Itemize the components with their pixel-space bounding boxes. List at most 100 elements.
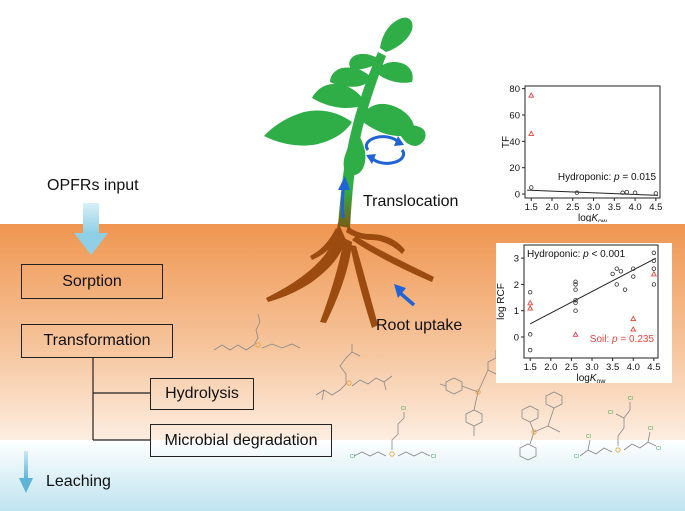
hydroponic-point bbox=[527, 347, 533, 353]
y-axis-label: log RCF bbox=[496, 283, 507, 320]
hydroponic-point bbox=[618, 269, 624, 274]
x-tick-label: 4.0 bbox=[628, 202, 641, 213]
y-tick-label: 2 bbox=[514, 280, 519, 291]
hydroponic-point bbox=[651, 258, 657, 263]
x-tick-label: 3.0 bbox=[587, 202, 600, 213]
soil-point bbox=[527, 304, 534, 311]
hydroponic-point bbox=[573, 287, 578, 292]
hydroponic-point bbox=[573, 282, 578, 287]
hydroponic-point bbox=[651, 250, 657, 256]
leaching-label: Leaching bbox=[46, 473, 111, 490]
hydroponic-point bbox=[631, 266, 636, 271]
y-tick-label: 80 bbox=[509, 84, 520, 95]
hydroponic-point bbox=[622, 287, 628, 292]
molecule-tris-chloroethyl-phosphate: Cl Cl Cl bbox=[350, 406, 436, 460]
y-tick-label: 0 bbox=[515, 190, 520, 201]
x-tick-label: 1.5 bbox=[524, 362, 537, 373]
flow-connectors bbox=[92, 358, 150, 441]
input-label: OPFRs input bbox=[47, 177, 139, 194]
water-layer bbox=[0, 440, 685, 511]
hydroponic-point bbox=[653, 191, 659, 196]
soil-point bbox=[630, 315, 637, 322]
y-tick-label: 20 bbox=[509, 163, 520, 174]
svg-text:Cl: Cl bbox=[586, 434, 591, 440]
x-tick-label: 2.5 bbox=[566, 202, 579, 213]
hydroponic-point bbox=[624, 189, 629, 195]
hydroponic-point bbox=[614, 282, 619, 287]
x-tick-label: 3.0 bbox=[585, 362, 598, 373]
sorption-box: Sorption bbox=[21, 264, 163, 299]
hydroponic-point bbox=[651, 266, 657, 271]
hydroponic-point bbox=[529, 185, 534, 190]
hydroponic-point bbox=[573, 297, 578, 303]
roots bbox=[266, 222, 434, 328]
svg-text:Cl: Cl bbox=[431, 454, 436, 460]
x-tick-label: 3.5 bbox=[608, 202, 621, 213]
stem bbox=[338, 52, 386, 228]
y-tick-label: 40 bbox=[509, 137, 520, 148]
transformation-box: Transformation bbox=[21, 324, 173, 358]
svg-text:Cl: Cl bbox=[401, 406, 406, 412]
soil-point bbox=[630, 325, 637, 332]
soil-p-value: Soil: p = 0.235 bbox=[590, 334, 655, 345]
hydroponic-point bbox=[573, 300, 578, 306]
x-axis-label: logKow bbox=[577, 373, 607, 383]
translocation-arrow bbox=[338, 176, 350, 219]
y-tick-label: 60 bbox=[509, 110, 520, 121]
input-arrow bbox=[74, 203, 108, 255]
plot-frame bbox=[524, 85, 661, 199]
hydrolysis-box: Hydrolysis bbox=[150, 378, 254, 410]
hydroponic-point bbox=[573, 279, 578, 284]
molecule-benzyl-phosphate bbox=[519, 391, 563, 461]
tf-chart: 1.5 2.0 2.5 3.0 3.5 4.0 4.5 0 20 40 60 80 logKow TF Hy… bbox=[500, 82, 670, 222]
x-tick-label: 1.5 bbox=[525, 202, 538, 213]
svg-text:Cl: Cl bbox=[350, 454, 355, 460]
x-axis-label: logKow bbox=[578, 213, 608, 222]
rcf-chart: 1.5 2.0 2.5 3.0 3.5 4.0 4.5 0 1 2 3 logKow log RCF Hy… bbox=[496, 243, 672, 383]
plot-frame bbox=[523, 244, 659, 359]
hydroponic-point bbox=[620, 190, 625, 195]
x-tick-label: 3.5 bbox=[606, 362, 619, 373]
recycle-arrows bbox=[364, 135, 406, 165]
svg-text:Cl: Cl bbox=[648, 426, 653, 432]
translocation-label: Translocation bbox=[363, 193, 459, 210]
x-tick-label: 4.5 bbox=[647, 362, 660, 373]
hydroponic-point bbox=[527, 332, 533, 337]
molecule-tributyl-phosphate bbox=[213, 313, 301, 351]
hydroponic-point bbox=[614, 266, 619, 271]
hydroponic-p-value: Hydroponic: p < 0.001 bbox=[527, 249, 626, 260]
y-tick-label: 3 bbox=[514, 254, 519, 265]
soil-point bbox=[528, 130, 535, 136]
hydroponic-point bbox=[573, 308, 578, 313]
y-tick-label: 0 bbox=[514, 332, 519, 343]
root-uptake-arrow bbox=[394, 284, 416, 307]
soil-point bbox=[650, 270, 657, 277]
hydroponic-p-value: Hydroponic: p = 0.015 bbox=[558, 172, 657, 183]
microbial-degradation-box: Microbial degradation bbox=[150, 424, 332, 457]
hydroponic-point bbox=[610, 271, 615, 277]
x-tick-label: 4.5 bbox=[649, 202, 662, 213]
y-axis-label: TF bbox=[501, 136, 512, 148]
svg-text:Cl: Cl bbox=[656, 446, 661, 452]
soil-point bbox=[528, 92, 535, 98]
y-tick-label: 1 bbox=[514, 306, 519, 317]
soil-point bbox=[572, 331, 579, 337]
hydroponic-point bbox=[631, 274, 636, 279]
molecule-tdcpp: Cl Cl Cl Cl Cl Cl bbox=[574, 396, 661, 460]
soil-point bbox=[527, 299, 534, 306]
hydroponic-point bbox=[574, 190, 580, 195]
x-tick-label: 2.5 bbox=[565, 362, 578, 373]
svg-text:Cl: Cl bbox=[608, 410, 613, 416]
svg-text:Cl: Cl bbox=[628, 396, 633, 402]
hydroponic-point bbox=[632, 190, 638, 195]
hydroponic-point bbox=[651, 282, 657, 287]
hydroponic-point bbox=[527, 290, 533, 295]
x-tick-label: 2.0 bbox=[545, 202, 558, 213]
svg-text:Cl: Cl bbox=[574, 454, 579, 460]
x-tick-label: 4.0 bbox=[627, 362, 640, 373]
root-uptake-label: Root uptake bbox=[376, 317, 463, 334]
x-tick-label: 2.0 bbox=[544, 362, 557, 373]
leaching-arrow bbox=[19, 451, 33, 493]
molecule-triisobutyl-phosphate bbox=[315, 344, 393, 401]
